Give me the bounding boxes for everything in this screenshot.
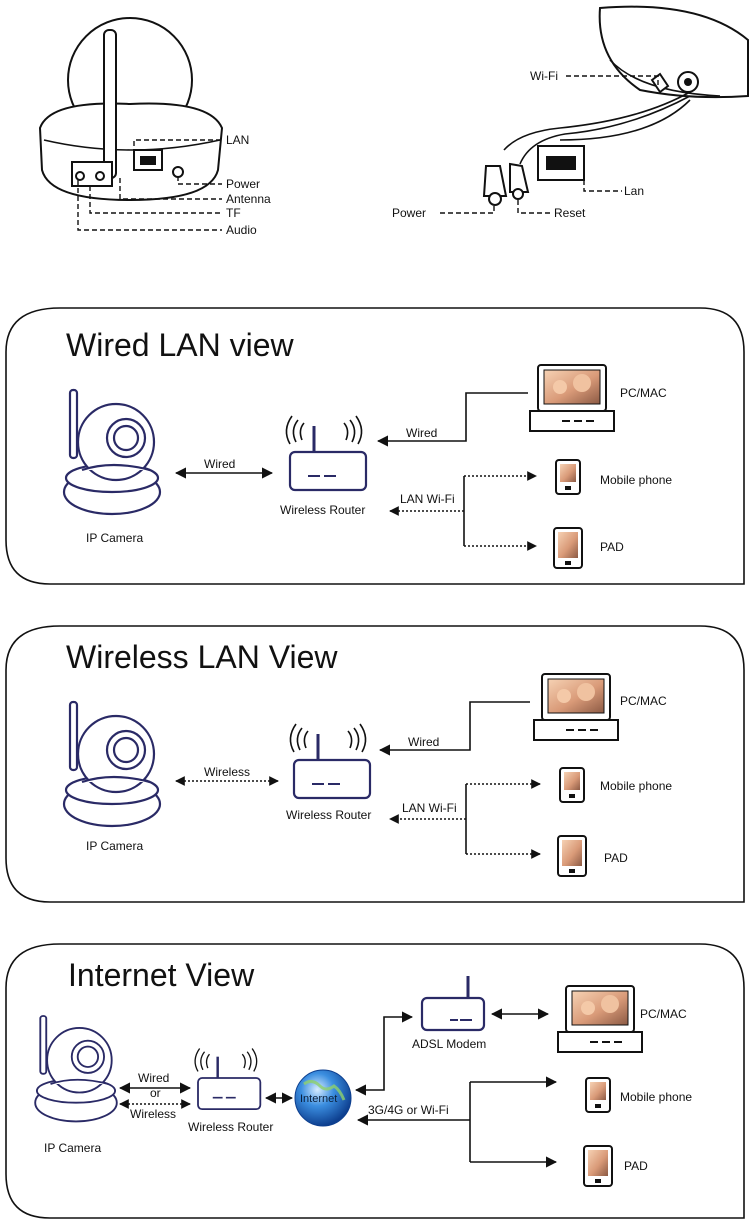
mobile-phone-icon — [559, 767, 585, 803]
lan-wifi-label: LAN Wi-Fi — [400, 492, 455, 506]
audio-label: Audio — [226, 223, 257, 237]
panel-wired-title: Wired LAN view — [66, 327, 295, 363]
ip-camera-icon — [34, 1015, 118, 1123]
power-port — [172, 166, 184, 178]
bullet-camera-callouts — [438, 75, 659, 214]
ip-camera-icon — [62, 388, 162, 516]
camera-link-label: Wired — [204, 457, 235, 471]
panel-wireless-title: Wireless LAN View — [66, 639, 338, 675]
router-label: Wireless Router — [280, 503, 365, 517]
reset-plug — [509, 162, 530, 193]
pad-icon — [557, 835, 587, 877]
link-wireless-label: Wireless — [130, 1107, 176, 1121]
mobile-label: Mobile phone — [600, 473, 672, 487]
pad-label: PAD — [604, 851, 628, 865]
modem-label: ADSL Modem — [412, 1037, 486, 1051]
power-plug — [482, 165, 508, 197]
pc-label: PC/MAC — [640, 1007, 687, 1021]
pc-icon — [533, 673, 619, 741]
internet-globe-icon — [294, 1069, 352, 1127]
power-label: Power — [226, 177, 260, 191]
reset-label: Reset — [554, 206, 586, 220]
pc-icon — [529, 364, 615, 432]
antenna-label: Antenna — [226, 192, 271, 206]
pad-label: PAD — [600, 540, 624, 554]
audio-port — [75, 171, 85, 181]
wired-label: Wired — [406, 426, 437, 440]
wireless-router-icon — [193, 1047, 262, 1111]
wireless-router-icon — [288, 722, 372, 800]
pc-label: PC/MAC — [620, 694, 667, 708]
router-label: Wireless Router — [188, 1120, 273, 1134]
ip-camera-icon — [62, 700, 162, 828]
camera-back-callouts — [77, 139, 222, 231]
pad-icon — [583, 1145, 613, 1187]
router-pc-link — [376, 392, 528, 447]
right-lan-label: Lan — [624, 184, 644, 198]
lan-wifi-label: LAN Wi-Fi — [402, 801, 457, 815]
panel-internet: Internet View IP Camera Wired or Wireles… — [5, 943, 745, 1219]
pad-label: PAD — [624, 1159, 648, 1173]
link-or-label: or — [150, 1086, 161, 1100]
pad-icon — [553, 527, 583, 569]
camera-label: IP Camera — [44, 1141, 101, 1155]
pc-label: PC/MAC — [620, 386, 667, 400]
mobile-phone-icon — [555, 459, 581, 495]
camera-link-label: Wireless — [204, 765, 250, 779]
internet-label: Internet — [300, 1093, 337, 1105]
right-power-label: Power — [392, 206, 426, 220]
mobile-phone-icon — [585, 1077, 611, 1113]
router-pc-link — [378, 701, 530, 756]
adsl-modem-icon — [420, 974, 486, 1032]
pc-icon — [557, 985, 643, 1053]
antenna-shape — [103, 29, 117, 179]
panel-wireless-lan: Wireless LAN View IP Camera Wireless Wir… — [5, 625, 745, 903]
panel-internet-title: Internet View — [68, 957, 255, 993]
camera-label: IP Camera — [86, 531, 143, 545]
lan-label: LAN — [226, 133, 249, 147]
wireless-router-icon — [284, 414, 368, 492]
bullet-camera-illustration — [482, 5, 749, 206]
link-wired-label: Wired — [138, 1071, 169, 1085]
wifi-label: Wi-Fi — [530, 69, 558, 83]
tf-label: TF — [226, 206, 241, 220]
wired-label: Wired — [408, 735, 439, 749]
camera-label: IP Camera — [86, 839, 143, 853]
panel-wired-lan: Wired LAN view IP Camera Wired Wireless … — [5, 307, 745, 585]
mobile-label: Mobile phone — [620, 1090, 692, 1104]
mobile-label: Mobile phone — [600, 779, 672, 793]
router-label: Wireless Router — [286, 808, 371, 822]
camera-back-illustration — [38, 17, 224, 202]
mobile-link-label: 3G/4G or Wi-Fi — [368, 1103, 449, 1117]
